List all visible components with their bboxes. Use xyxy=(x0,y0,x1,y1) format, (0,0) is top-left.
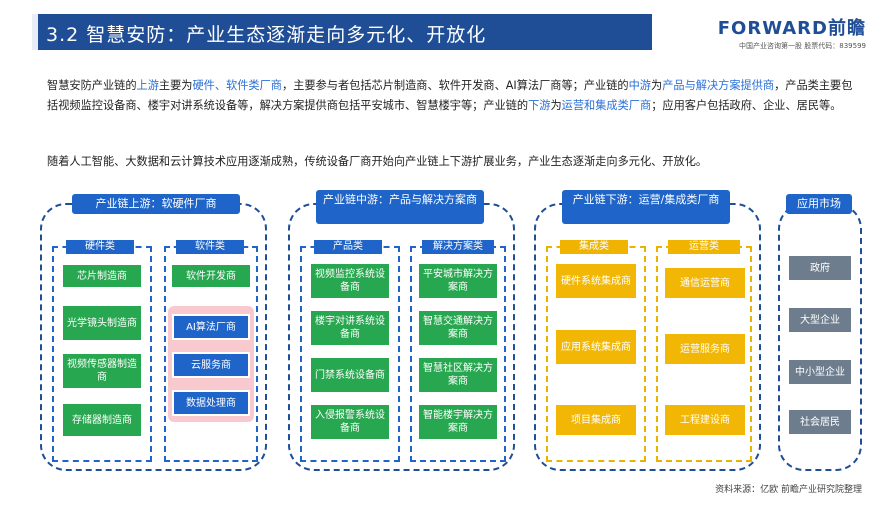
text-segment: ；应用客户包括政府、企业、居民等。 xyxy=(651,99,842,112)
trend-paragraph: 随着人工智能、大数据和云计算技术应用逐渐成熟，传统设备厂商开始向产业链上下游扩展… xyxy=(47,155,708,168)
market-item: 大型企业 xyxy=(789,308,851,332)
software-item: 软件开发商 xyxy=(172,265,250,287)
market-title: 应用市场 xyxy=(786,194,852,214)
title-accent xyxy=(32,14,38,50)
products-head: 产品类 xyxy=(314,240,382,254)
integration-head: 集成类 xyxy=(560,240,628,254)
operation-item: 工程建设商 xyxy=(665,405,745,435)
downstream-title: 产业链下游：运营/集成类厂商 xyxy=(562,190,730,224)
company-logo: FORWARD前瞻 中国产业咨询第一股 股票代码：839599 xyxy=(718,14,866,51)
logo-sub-text: 中国产业咨询第一股 股票代码：839599 xyxy=(739,42,866,50)
highlight-upstream: 上游 xyxy=(136,79,159,92)
solutions-item: 智慧社区解决方案商 xyxy=(419,358,497,392)
software-item: 数据处理商 xyxy=(172,390,250,416)
text-segment: ，产品类主要包括视频监控设备商、楼宇对讲系统设备等，解决方案提供商包括平安城市、… xyxy=(47,79,853,112)
solutions-head: 解决方案类 xyxy=(422,240,494,254)
operation-item: 通信运营商 xyxy=(665,268,745,298)
text-segment: ，主要参与者包括芯片制造商、软件开发商、AI算法厂商等；产业链的 xyxy=(282,79,629,92)
text-segment: 为 xyxy=(650,79,663,92)
upstream-title: 产业链上游：软硬件厂商 xyxy=(72,194,240,214)
software-head: 软件类 xyxy=(176,240,244,254)
operation-item: 运营服务商 xyxy=(665,334,745,364)
products-item: 视频监控系统设备商 xyxy=(311,264,389,298)
hardware-head: 硬件类 xyxy=(66,240,134,254)
solutions-item: 平安城市解决方案商 xyxy=(419,264,497,298)
highlight-operation: 运营和集成类厂商 xyxy=(561,99,652,112)
software-item: AI算法厂商 xyxy=(172,314,250,340)
market-item: 政府 xyxy=(789,256,851,280)
products-item: 入侵报警系统设备商 xyxy=(311,405,389,439)
products-item: 门禁系统设备商 xyxy=(311,358,389,392)
text-segment: 智慧安防产业链的 xyxy=(47,79,137,92)
integration-item: 应用系统集成商 xyxy=(556,330,636,364)
page-title: 3.2 智慧安防：产业生态逐渐走向多元化、开放化 xyxy=(46,24,487,46)
hardware-item: 视频传感器制造商 xyxy=(63,354,141,388)
text-segment: 为 xyxy=(550,99,562,112)
highlight-midstream: 中游 xyxy=(628,79,651,92)
integration-item: 硬件系统集成商 xyxy=(556,264,636,298)
solutions-item: 智慧交通解决方案商 xyxy=(419,311,497,345)
operation-head: 运营类 xyxy=(668,240,740,254)
highlight-hardware-software: 硬件、软件类厂商 xyxy=(192,79,282,92)
products-item: 楼宇对讲系统设备商 xyxy=(311,311,389,345)
logo-main-text: FORWARD前瞻 xyxy=(717,18,866,39)
hardware-item: 芯片制造商 xyxy=(63,265,141,287)
market-item: 中小型企业 xyxy=(789,360,851,384)
midstream-title: 产业链中游：产品与解决方案商 xyxy=(316,190,484,224)
text-segment: 主要为 xyxy=(158,79,193,92)
integration-item: 项目集成商 xyxy=(556,405,636,435)
highlight-downstream: 下游 xyxy=(528,99,551,112)
hardware-item: 存储器制造商 xyxy=(63,404,141,436)
hardware-item: 光学镜头制造商 xyxy=(63,306,141,340)
title-bar: 3.2 智慧安防：产业生态逐渐走向多元化、开放化 xyxy=(32,14,652,50)
intro-paragraph: 智慧安防产业链的上游主要为硬件、软件类厂商，主要参与者包括芯片制造商、软件开发商… xyxy=(47,76,857,116)
header: 3.2 智慧安防：产业生态逐渐走向多元化、开放化 FORWARD前瞻 中国产业咨… xyxy=(0,0,890,62)
software-item: 云服务商 xyxy=(172,352,250,378)
solutions-item: 智能楼宇解决方案商 xyxy=(419,405,497,439)
market-item: 社会居民 xyxy=(789,410,851,434)
highlight-solutions: 产品与解决方案提供商 xyxy=(662,79,775,92)
source-note: 资料来源：亿欧 前瞻产业研究院整理 xyxy=(715,485,862,495)
